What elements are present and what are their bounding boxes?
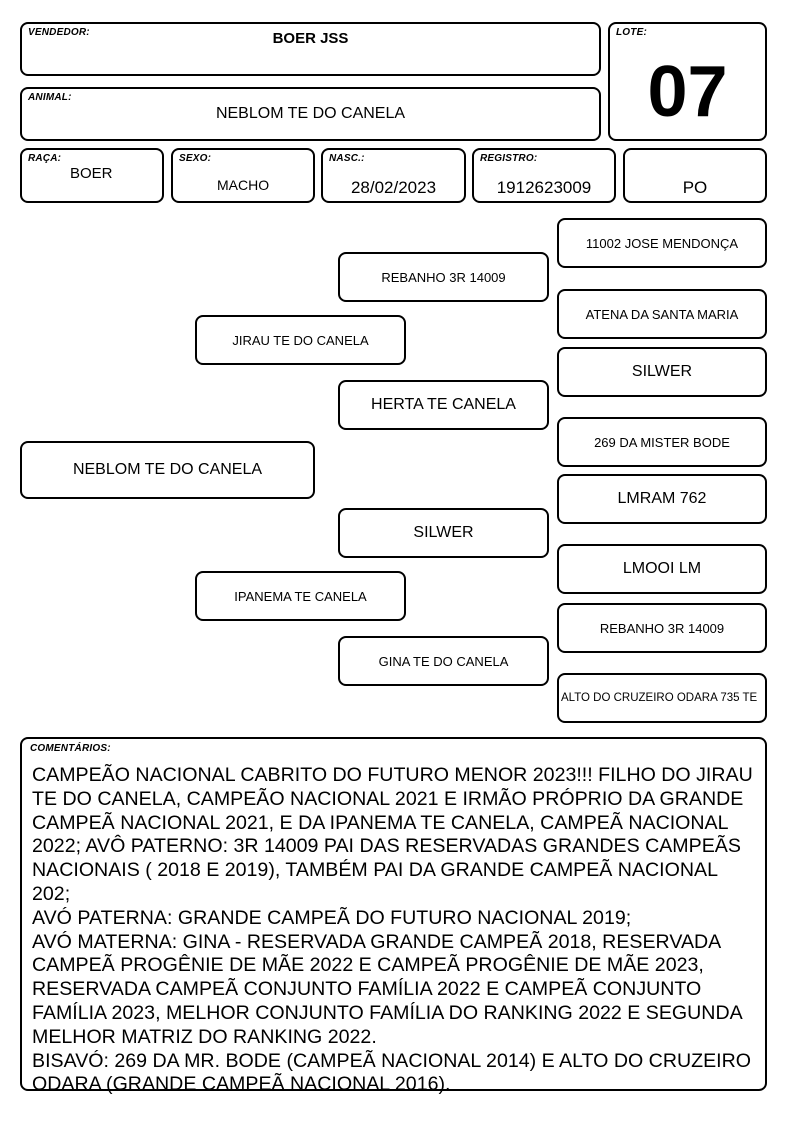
pedigree-dam: IPANEMA TE CANELA	[195, 571, 406, 621]
pedigree-sire-dam: HERTA TE CANELA	[338, 380, 549, 430]
comments-text: CAMPEÃO NACIONAL CABRITO DO FUTURO MENOR…	[32, 764, 757, 1097]
sex-value: MACHO	[217, 177, 270, 193]
breed-box: RAÇA: BOER	[20, 148, 164, 203]
pedigree-dam-dam: GINA TE DO CANELA	[338, 636, 549, 686]
pedigree-ggp-7: REBANHO 3R 14009	[557, 603, 767, 653]
category-box: PO	[623, 148, 767, 203]
pedigree-ggp-6: LMOOI LM	[557, 544, 767, 594]
lot-number: 07	[647, 52, 728, 132]
comments-label: COMENTÁRIOS:	[30, 743, 111, 754]
breed-label: RAÇA:	[28, 153, 62, 164]
registry-box: REGISTRO: 1912623009	[472, 148, 616, 203]
comments-paragraph: BISAVÓ: 269 DA MR. BODE (CAMPEÃ NACIONAL…	[32, 1049, 751, 1096]
birth-box: NASC.: 28/02/2023	[321, 148, 466, 203]
animal-label: ANIMAL:	[28, 92, 72, 103]
comments-box: COMENTÁRIOS: CAMPEÃO NACIONAL CABRITO DO…	[20, 737, 767, 1095]
pedigree-ggp-5: LMRAM 762	[557, 474, 767, 524]
pedigree-ggp-2: ATENA DA SANTA MARIA	[557, 289, 767, 339]
breed-value: BOER	[70, 165, 113, 182]
pedigree-ggp-3: SILWER	[557, 347, 767, 397]
lot-label: LOTE:	[616, 27, 647, 38]
lot-box: LOTE: 07	[608, 22, 767, 141]
pedigree-dam-sire: SILWER	[338, 508, 549, 558]
pedigree-ggp-1: 11002 JOSE MENDONÇA	[557, 218, 767, 268]
comments-paragraph: AVÓ PATERNA: GRANDE CAMPEÃ DO FUTURO NAC…	[32, 906, 632, 929]
registry-label: REGISTRO:	[480, 153, 538, 164]
pedigree-sire: JIRAU TE DO CANELA	[195, 315, 406, 365]
pedigree-ggp-4: 269 DA MISTER BODE	[557, 417, 767, 467]
comments-paragraph: AVÓ MATERNA: GINA - RESERVADA GRANDE CAM…	[32, 930, 742, 1048]
animal-box: ANIMAL: NEBLOM TE DO CANELA	[20, 87, 601, 141]
comments-paragraph: CAMPEÃO NACIONAL CABRITO DO FUTURO MENOR…	[32, 764, 753, 905]
pedigree-ggp-8: ALTO DO CRUZEIRO ODARA 735 TE	[557, 673, 767, 723]
birth-value: 28/02/2023	[350, 178, 437, 197]
category-value: PO	[682, 178, 708, 197]
sex-box: SEXO: MACHO	[171, 148, 315, 203]
animal-name: NEBLOM TE DO CANELA	[215, 105, 406, 122]
pedigree-animal: NEBLOM TE DO CANELA	[20, 441, 315, 499]
vendor-name: BOER JSS	[272, 30, 349, 47]
sex-label: SEXO:	[179, 153, 212, 164]
vendor-label: VENDEDOR:	[28, 27, 90, 38]
birth-label: NASC.:	[329, 153, 365, 164]
vendor-box: VENDEDOR: BOER JSS	[20, 22, 601, 76]
pedigree-sire-sire: REBANHO 3R 14009	[338, 252, 549, 302]
registry-value: 1912623009	[496, 178, 592, 197]
